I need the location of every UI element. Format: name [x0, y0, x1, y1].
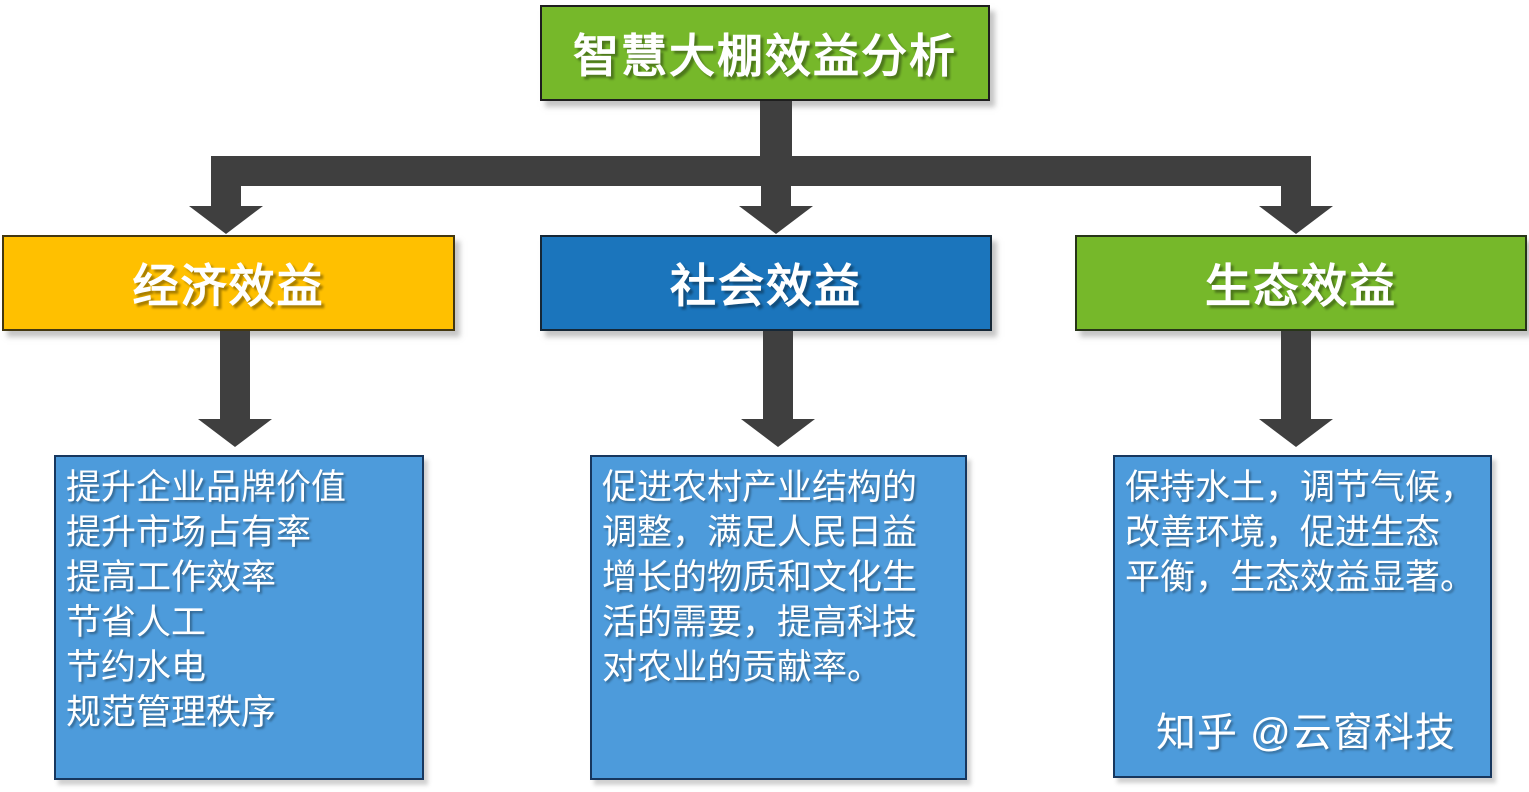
arrow-down-icon	[1259, 206, 1333, 234]
arrow-down-icon	[739, 206, 813, 234]
root-node-title: 智慧大棚效益分析	[540, 5, 990, 101]
watermark-label: 知乎 @云窗科技	[1156, 711, 1456, 755]
connector-root-stem	[760, 101, 792, 159]
detail-node-ecological: 保持水土，调节气候， 改善环境，促进生态 平衡，生态效益显著。	[1113, 455, 1492, 778]
arrow-down-icon	[741, 419, 815, 447]
arrow-down-icon	[198, 419, 272, 447]
detail-node-economic: 提升企业品牌价值 提升市场占有率 提高工作效率 节省人工 节约水电 规范管理秩序	[54, 455, 424, 780]
arrow-down-icon	[189, 206, 263, 234]
arrow-down-icon	[1259, 419, 1333, 447]
connector-branch-left	[211, 156, 241, 208]
detail-node-social: 促进农村产业结构的 调整，满足人民日益 增长的物质和文化生 活的需要，提高科技 …	[590, 455, 967, 780]
connector-branch-right	[1281, 156, 1311, 208]
branch-node-ecological: 生态效益	[1075, 235, 1527, 331]
connector-ecological-detail	[1281, 331, 1311, 421]
branch-node-social: 社会效益	[540, 235, 992, 331]
connector-horizontal-bar	[211, 156, 1311, 186]
branch-node-economic: 经济效益	[2, 235, 455, 331]
connector-economic-detail	[220, 331, 250, 421]
connector-branch-middle	[761, 186, 791, 208]
connector-social-detail	[763, 331, 793, 421]
